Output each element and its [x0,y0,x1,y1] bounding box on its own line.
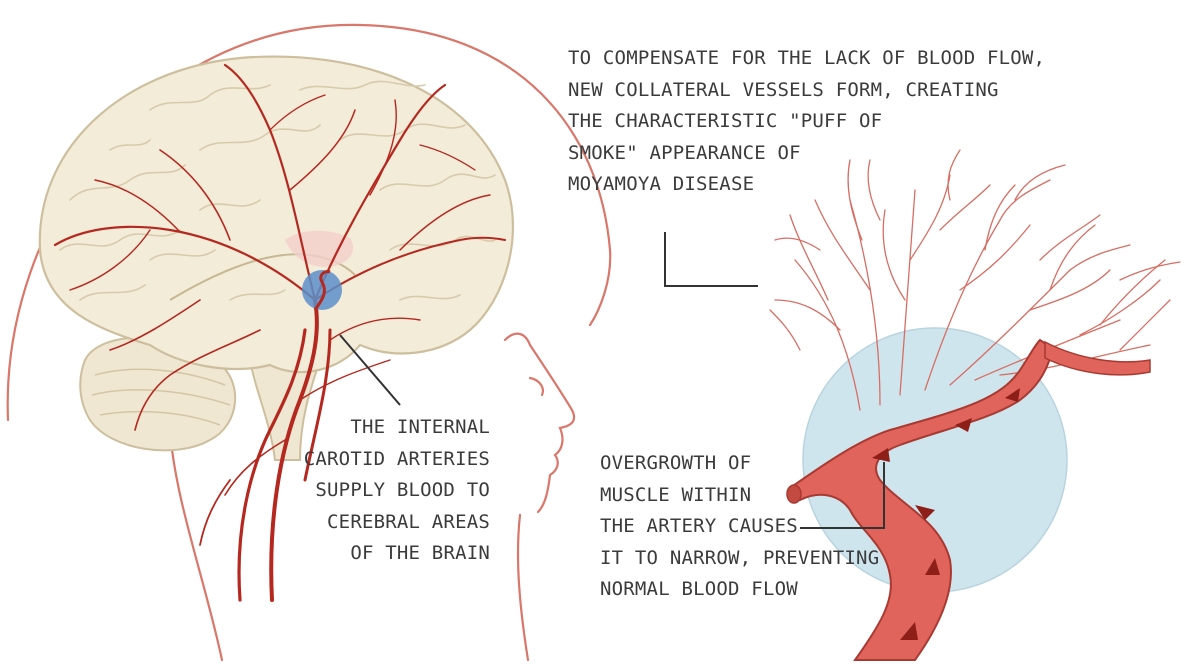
muscle-overgrowth-label: OVERGROWTH OF MUSCLE WITHIN THE ARTERY C… [600,448,879,606]
collateral-vessels [769,149,1181,411]
label-line: THE CHARACTERISTIC "PUFF OF [568,110,883,132]
neck-front [516,513,530,662]
collateral-callout-line [664,232,758,287]
neck-back [168,428,224,662]
label-line: OF THE BRAIN [350,542,490,564]
label-line: MOYAMOYA DISEASE [568,173,755,195]
label-line: SMOKE" APPEARANCE OF [568,141,801,164]
label-line: SUPPLY BLOOD TO [315,479,490,501]
cerebellum [79,336,237,452]
label-line: IT TO NARROW, PREVENTING [600,546,880,569]
label-line: NORMAL BLOOD FLOW [600,578,798,600]
label-line: CEREBRAL AREAS [327,510,490,533]
brain-stem [248,359,322,461]
label-line: OVERGROWTH OF [600,452,752,474]
label-line: TO COMPENSATE FOR THE LACK OF BLOOD FLOW… [568,47,1046,69]
face-profile [503,332,576,514]
overgrowth-callout-line [800,462,885,529]
carotid-arteries-label: THE INTERNAL CAROTID ARTERIES SUPPLY BLO… [300,412,490,570]
label-line: MUSCLE WITHIN [600,483,752,506]
brain-arteries [53,63,506,602]
label-line: THE ARTERY CAUSES [600,515,798,537]
collateral-vessels-label: TO COMPENSATE FOR THE LACK OF BLOOD FLOW… [568,43,1045,201]
nostril [528,376,544,397]
label-line: THE INTERNAL [350,416,490,438]
magnified-vessel-view [769,149,1181,661]
label-line: NEW COLLATERAL VESSELS FORM, CREATING [568,78,999,101]
label-line: CAROTID ARTERIES [303,447,490,470]
blue-focus-spot [302,270,342,310]
carotid-callout-line [339,334,401,406]
